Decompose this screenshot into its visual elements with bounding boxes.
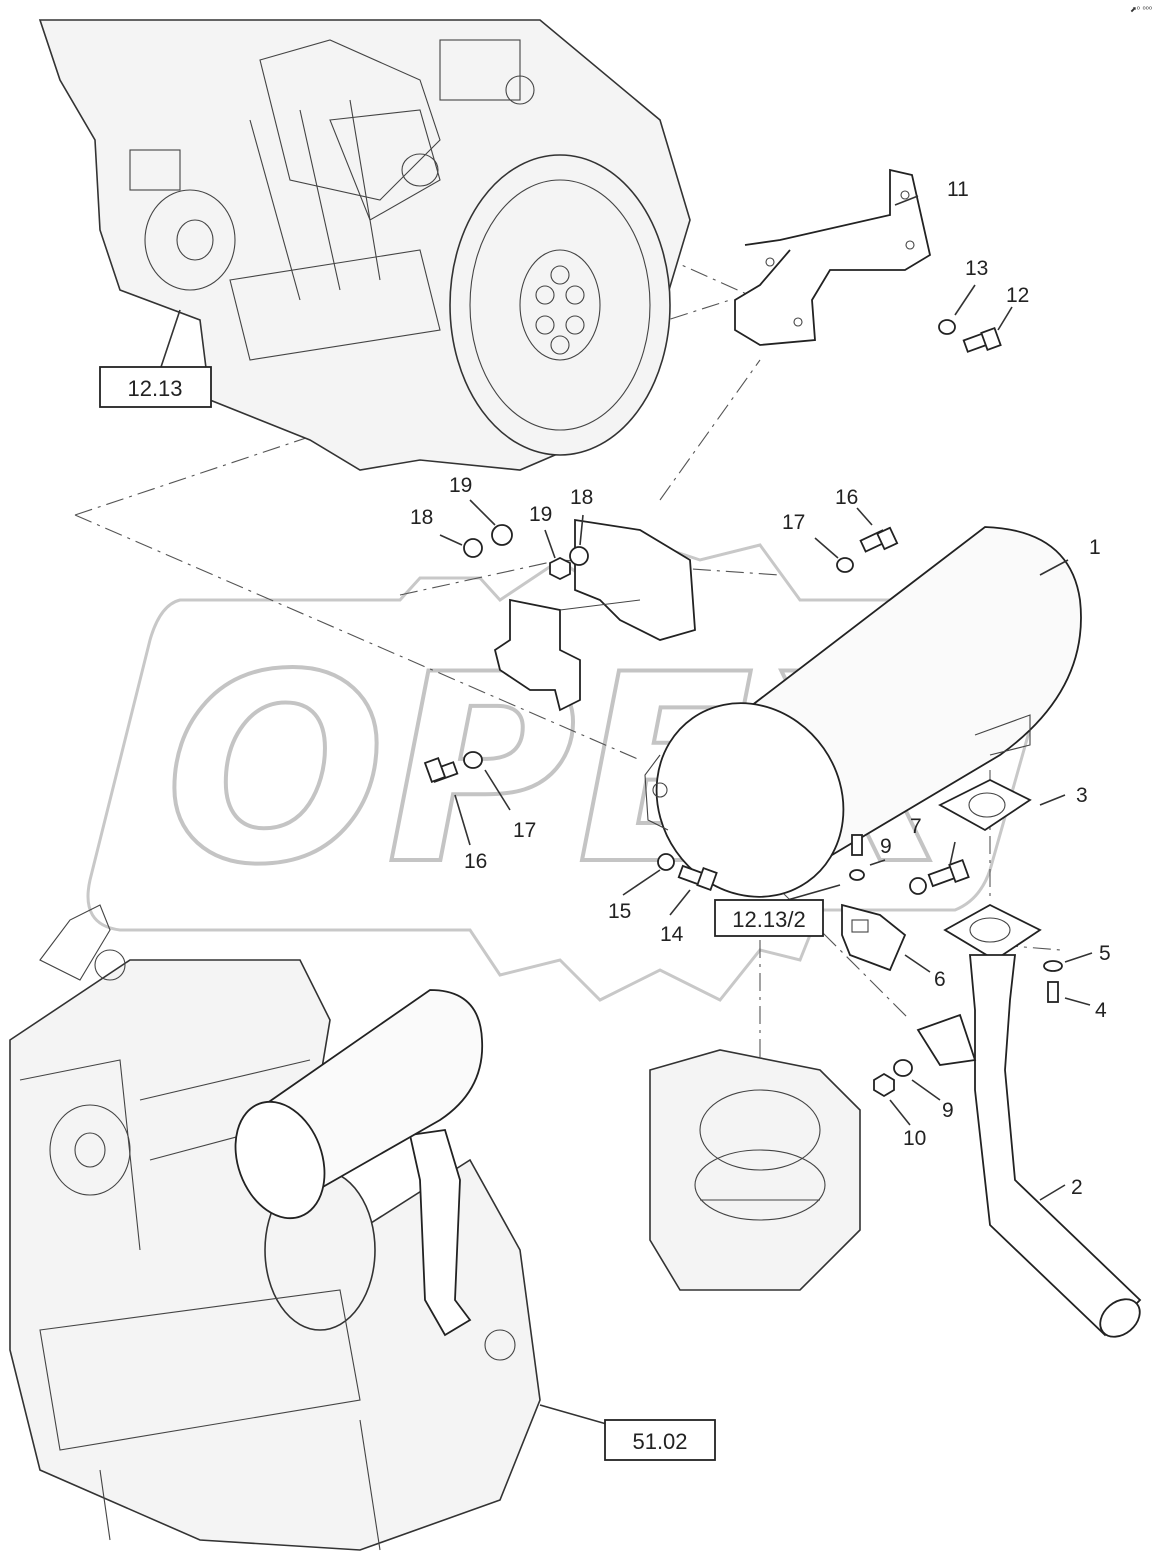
washer-17-top	[836, 557, 854, 573]
bolt-7	[927, 858, 970, 888]
callout-17-a: 17	[782, 511, 805, 534]
callout-16-b: 16	[464, 850, 487, 873]
reference-label: 51.02	[632, 1429, 687, 1454]
callout-19-b: 19	[529, 503, 552, 526]
bolt-4	[1047, 981, 1059, 1003]
callout-7: 7	[910, 815, 922, 838]
callout-14: 14	[660, 923, 684, 946]
reference-box-12-13[interactable]: 12.13	[99, 366, 212, 408]
bracket-11	[734, 168, 932, 346]
reference-label: 12.13	[127, 376, 182, 401]
reference-label: 12.13/2	[732, 907, 805, 932]
reference-box-51-02[interactable]: 51.02	[604, 1419, 716, 1461]
bolt-16-top	[859, 526, 899, 553]
callout-19-a: 19	[449, 474, 472, 497]
callout-5: 5	[1099, 942, 1111, 965]
washer-17-left	[463, 751, 483, 769]
washer-18-a	[463, 538, 483, 558]
callout-10: 10	[903, 1127, 926, 1150]
callout-13: 13	[965, 257, 988, 280]
callout-15: 15	[608, 900, 631, 923]
callout-2: 2	[1071, 1176, 1083, 1199]
flywheel	[449, 154, 671, 456]
reference-box-12-13-2[interactable]: 12.13/2	[714, 899, 824, 937]
muffler-1	[644, 526, 1082, 898]
bolt-14	[677, 864, 718, 892]
callout-4: 4	[1095, 999, 1107, 1022]
callouts: 1 2 3 4 5 6 7 9 9 10 11 12 13 14 15 16 1…	[410, 178, 1111, 1199]
bolt-16-left	[423, 757, 459, 783]
callout-9-a: 9	[880, 835, 892, 858]
callout-12: 12	[1006, 284, 1029, 307]
corner-mark: ⬈⁰ ⁰⁰⁰	[1130, 5, 1152, 14]
washer-13	[938, 319, 956, 335]
detail-inset	[649, 1049, 861, 1291]
gasket-3	[938, 778, 1032, 832]
washer-9-a	[909, 877, 927, 895]
engine-bottom-assembly	[9, 904, 541, 1551]
callout-18-a: 18	[410, 506, 433, 529]
bracket-6	[841, 903, 907, 972]
callout-6: 6	[934, 968, 946, 991]
washer-15	[657, 853, 675, 871]
bolt-12	[962, 326, 1002, 353]
washer-19-a	[491, 524, 513, 546]
washer-18-b	[569, 546, 589, 566]
callout-1: 1	[1089, 536, 1101, 559]
callout-17-b: 17	[513, 819, 536, 842]
washer-9-b	[893, 1059, 913, 1077]
callout-9-b: 9	[942, 1099, 954, 1122]
callout-3: 3	[1076, 784, 1088, 807]
nut-19-b	[549, 556, 571, 581]
muffler-bracket	[493, 518, 696, 712]
callout-11: 11	[947, 178, 969, 201]
leader-lines	[159, 195, 1093, 1426]
nut-10	[873, 1072, 895, 1098]
washer-5	[1043, 960, 1063, 972]
bolt-small	[849, 834, 865, 881]
muffler-assembled	[234, 989, 484, 1220]
callout-18-b: 18	[570, 486, 593, 509]
exhaust-pipe-2	[916, 903, 1142, 1338]
callout-16-a: 16	[835, 486, 858, 509]
